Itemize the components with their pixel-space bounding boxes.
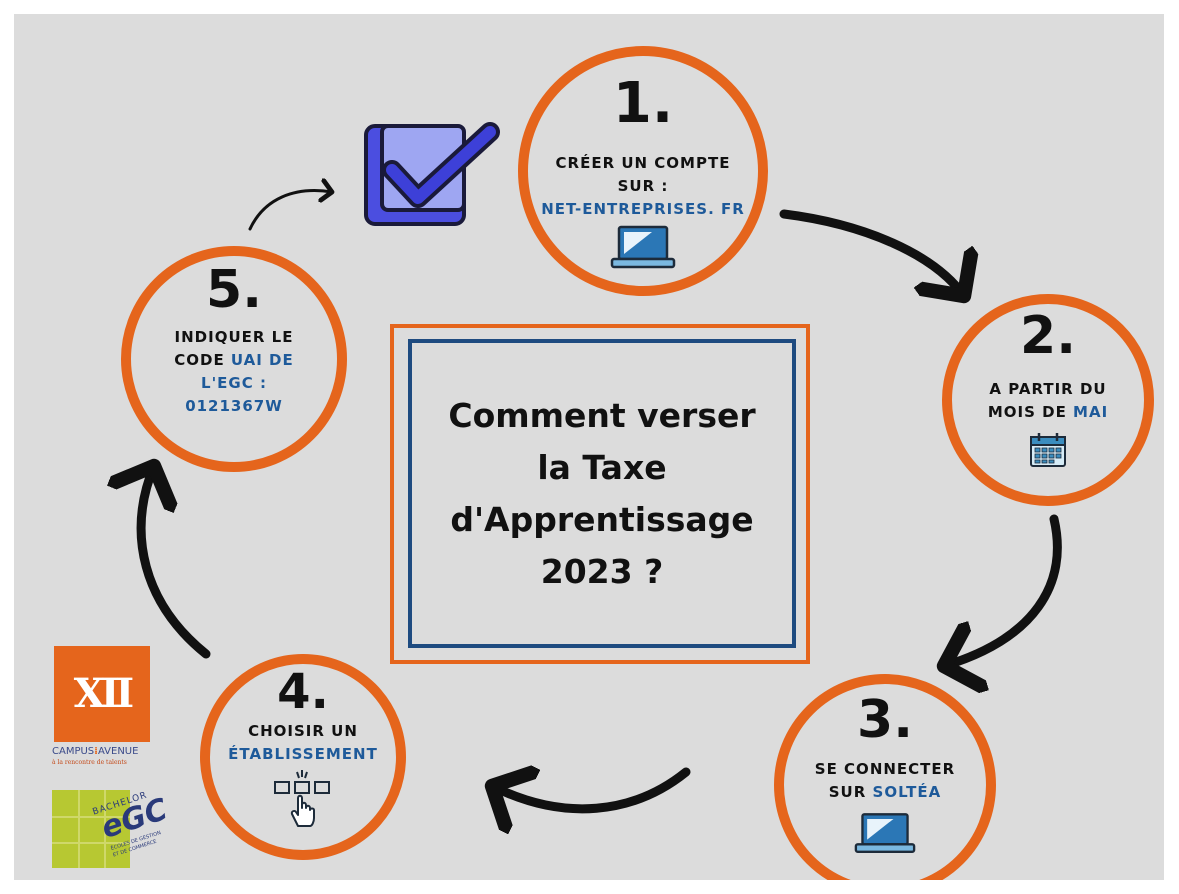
campus-avenue-name: CAMPUS⁞AVENUE (52, 746, 139, 757)
step-4: 4. CHOISIR UN ÉTABLISSEMENT (200, 654, 406, 860)
step-4-number: 4. (277, 664, 329, 720)
calendar-icon (1030, 433, 1066, 467)
step-5-code: 0121367W (185, 397, 283, 415)
step-5-line-1: INDIQUER LE (174, 328, 294, 346)
step-5: 5. INDIQUER LE CODE UAI DE L'EGC : 01213… (121, 246, 347, 472)
egc-logo: BACHELOR eGC ÉCOLES DE GESTION ET DE COM… (52, 790, 202, 870)
title-frame-outer (390, 324, 810, 664)
flow-arrows (14, 14, 1062, 880)
campus-logo-mark: XII (73, 670, 134, 717)
step-3-line-2-prefix: SUR (828, 783, 873, 801)
infographic: 1. CRÉER UN COMPTE SUR : NET-ENTREPRISES… (14, 14, 1164, 880)
step-5-line-2-prefix: CODE (174, 351, 231, 369)
step-2: 2. A PARTIR DU MOIS DE MAI (942, 294, 1154, 506)
step-5-line-2: CODE UAI DE (131, 349, 337, 372)
arrow-4-to-5 (141, 466, 211, 659)
title-frame-inner: Comment verser la Taxe d'Apprentissage 2… (408, 339, 796, 648)
title-line-3: d'Apprentissage (450, 499, 754, 539)
step-5-code-label: UAI DE (230, 351, 294, 369)
step-1-number: 1. (612, 71, 674, 136)
step-1: 1. CRÉER UN COMPTE SUR : NET-ENTREPRISES… (518, 46, 768, 296)
step-5-number: 5. (206, 260, 262, 320)
checkbox-icon (364, 122, 500, 226)
campus-avenue-tagline: à la rencontre de talents (52, 759, 127, 766)
step-3-line-1: SE CONNECTER (814, 760, 956, 778)
step-1-line-1: CRÉER UN COMPTE (555, 154, 731, 172)
campus-avenue-logo: XII (54, 646, 150, 742)
step-3-number: 3. (857, 690, 913, 750)
step-2-month: MAI (1073, 403, 1109, 421)
step-3-line-2: SUR SOLTÉA (784, 781, 986, 804)
arrow-3-to-4 (492, 772, 691, 809)
step-2-line-1: A PARTIR DU (989, 380, 1107, 398)
step-1-line-2: SUR : (617, 177, 669, 195)
egc-green-block (52, 790, 130, 868)
arrow-2-to-3 (944, 514, 1062, 666)
step-1-link: NET-ENTREPRISES. FR (541, 200, 745, 218)
arrow-1-to-2 (779, 209, 964, 296)
arrow-5-to-check (248, 191, 332, 231)
step-3-platform: SOLTÉA (872, 783, 942, 801)
title-line-1: Comment verser (448, 395, 756, 435)
campus-name-b: AVENUE (97, 746, 139, 757)
step-3: 3. SE CONNECTER SUR SOLTÉA (774, 674, 996, 880)
laptop-icon (854, 813, 916, 854)
title-line-4: 2023 ? (540, 551, 664, 591)
select-hand-icon (274, 770, 330, 827)
step-2-number: 2. (1020, 306, 1076, 366)
laptop-icon (610, 225, 676, 269)
step-5-line-3: L'EGC : (201, 374, 267, 392)
campus-name-a: CAMPUS (52, 746, 95, 757)
page-title: Comment verser la Taxe d'Apprentissage 2… (448, 390, 755, 598)
step-4-line-2: ÉTABLISSEMENT (228, 745, 378, 763)
step-2-line-2-prefix: MOIS DE (987, 403, 1074, 421)
title-line-2: la Taxe (537, 447, 667, 487)
step-2-line-2: MOIS DE MAI (952, 401, 1144, 424)
step-4-line-1: CHOISIR UN (248, 722, 358, 740)
